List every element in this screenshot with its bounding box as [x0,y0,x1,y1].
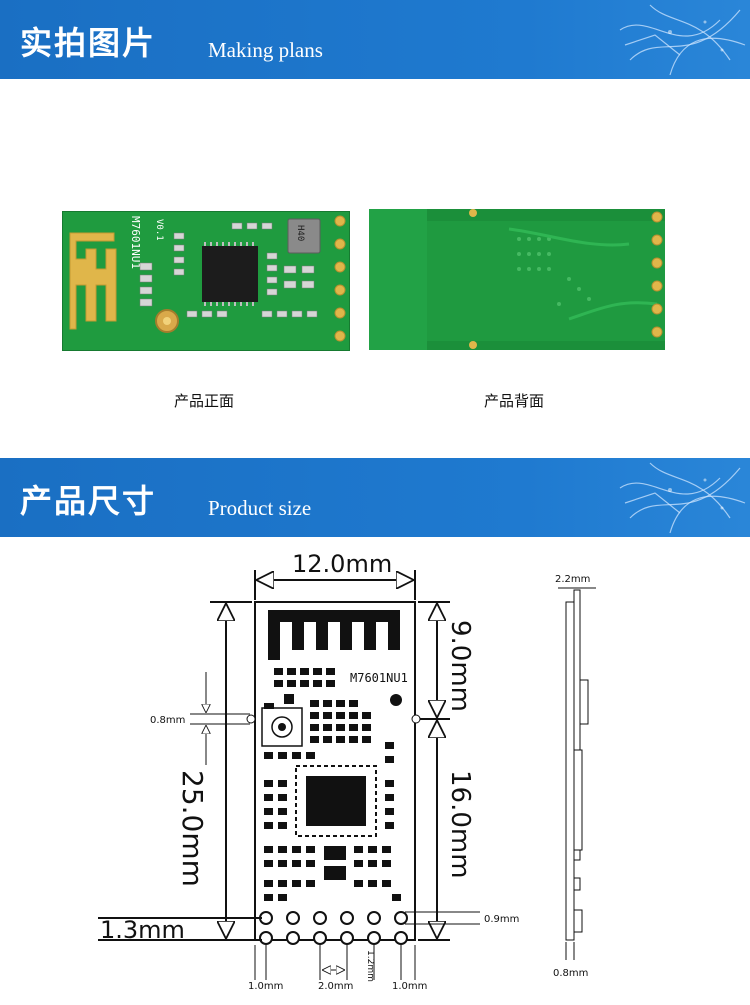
board-main-chip [306,776,366,826]
dim-antenna-label: 9.0mm [445,620,475,712]
section-title-cn: 实拍图片 [20,24,157,62]
front-chip-label: M7601NU1 [129,216,142,269]
section-title-en: Making plans [208,38,323,62]
front-caption: 产品正面 [174,392,235,410]
product-front-photo: M7601NU1 V0.1 H40 [62,211,350,351]
dim-right-pitch-label: 1.0mm [392,981,427,992]
dim-edge-label: 1.3mm [100,916,185,944]
dim-hole-label: 0.8mm [150,715,185,726]
section-banner-size: 产品尺寸 Product size [0,458,750,537]
crystal-mark: H40 [295,225,305,241]
dim-side-thickness-label: 2.2mm [555,574,590,585]
banner-swirl-decoration [619,462,746,534]
dim-side-pcb-label: 0.8mm [553,968,588,979]
board-antenna [268,610,400,660]
side-view [558,587,596,941]
dimension-drawing: M7601NU1 12.0mm 25.0mm 0.8mm 1.3mm 9.0mm… [98,550,596,992]
dim-width-label: 12.0mm [292,550,392,578]
dim-left-pitch-label: 1.0mm [248,981,283,992]
board-pads [264,668,401,901]
dim-body-label: 16.0mm [445,770,475,879]
back-caption: 产品背面 [484,392,545,410]
antenna-trace [69,232,117,330]
product-back-photo [369,209,665,350]
section-banner-photos: 实拍图片 Making plans [0,0,750,79]
section-title-cn: 产品尺寸 [20,482,157,520]
front-version-label: V0.1 [154,219,164,241]
dim-pad-label: 0.9mm [484,914,519,925]
dim-pitch-label: 2.0mm [318,981,353,992]
dim-length-label: 25.0mm [176,770,209,887]
banner-swirl-decoration [619,4,746,76]
board-label: M7601NU1 [350,671,408,685]
section-title-en: Product size [208,496,312,520]
board-edge-pads [259,911,408,945]
dim-pad-height-label: 1.2mm [365,950,375,982]
